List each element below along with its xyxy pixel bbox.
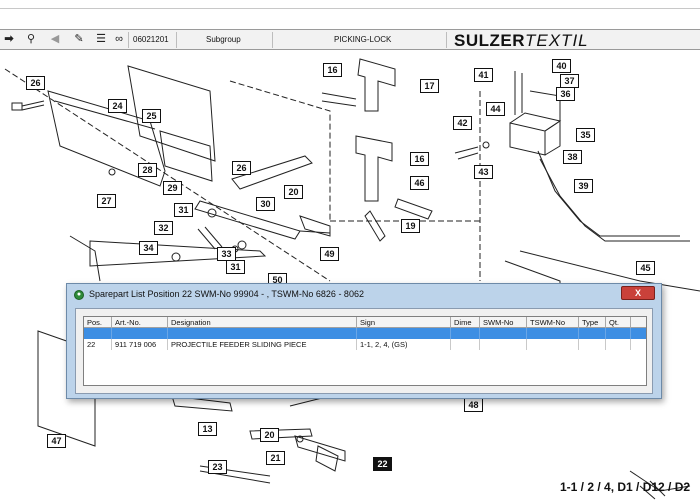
- dialog-title: Sparepart List Position 22 SWM-No 99904 …: [89, 289, 364, 299]
- variant-designation: 1-1 / 2 / 4, D1 / D12 / D2: [560, 480, 691, 494]
- grid-cell: [451, 328, 480, 339]
- sparepart-grid: Pos. Art.-No. Designation Sign Dime SWM-…: [83, 316, 647, 386]
- zoom-icon[interactable]: ⚲: [26, 33, 36, 45]
- callout-36[interactable]: 36: [556, 87, 575, 101]
- cell-designation: PROJECTILE FEEDER SLIDING PIECE: [168, 339, 357, 350]
- column-header-tswm-no[interactable]: TSWM-No: [527, 317, 579, 328]
- cell-type: [579, 339, 606, 350]
- callout-23[interactable]: 23: [208, 460, 227, 474]
- callout-26-mid[interactable]: 26: [232, 161, 251, 175]
- binoculars-icon[interactable]: ∞: [115, 33, 123, 45]
- callout-13[interactable]: 13: [198, 422, 217, 436]
- dialog-titlebar[interactable]: ● Sparepart List Position 22 SWM-No 9990…: [67, 284, 661, 306]
- list-icon[interactable]: ☰: [96, 33, 106, 45]
- grid-cell: [606, 328, 631, 339]
- brand-logo: SULZERTEXTIL: [454, 31, 589, 50]
- frame-rule: [0, 8, 700, 9]
- toolbar-separator: [128, 32, 129, 48]
- order-number: 06021201: [133, 35, 169, 44]
- grid-cell: [527, 328, 579, 339]
- parts-drawing: 26 24 25 16 17 41 40 37 36 44 42 35 43 3…: [0, 51, 700, 500]
- parts-line-art: [4, 58, 700, 500]
- callout-32[interactable]: 32: [154, 221, 173, 235]
- callout-46[interactable]: 46: [410, 176, 429, 190]
- notes-icon[interactable]: ✎: [74, 33, 84, 45]
- selected-empty-row[interactable]: [84, 328, 646, 339]
- grid-cell: [168, 328, 357, 339]
- callout-26[interactable]: 26: [26, 76, 45, 90]
- callout-40[interactable]: 40: [552, 59, 571, 73]
- callout-16[interactable]: 16: [323, 63, 342, 77]
- column-header-swm-no[interactable]: SWM-No: [480, 317, 527, 328]
- sparepart-list-dialog: ● Sparepart List Position 22 SWM-No 9990…: [66, 283, 662, 399]
- callout-34[interactable]: 34: [139, 241, 158, 255]
- frame-rule-bottom: [0, 29, 700, 30]
- cell-swm-no: [480, 339, 527, 350]
- callout-21[interactable]: 21: [266, 451, 285, 465]
- callout-49[interactable]: 49: [320, 247, 339, 261]
- callout-39[interactable]: 39: [574, 179, 593, 193]
- callout-31-lower[interactable]: 31: [226, 260, 245, 274]
- column-header-designation[interactable]: Designation: [168, 317, 357, 328]
- callout-30[interactable]: 30: [256, 197, 275, 211]
- grid-cell: [480, 328, 527, 339]
- callout-24[interactable]: 24: [108, 99, 127, 113]
- callout-42[interactable]: 42: [453, 116, 472, 130]
- grid-cell: [112, 328, 168, 339]
- cell-pos: 22: [84, 339, 112, 350]
- grid-cell: [84, 328, 112, 339]
- callout-41[interactable]: 41: [474, 68, 493, 82]
- toolbar: ➡ ⚲ ◀ ✎ ☰ ∞ 06021201 Subgroup PICKING-LO…: [0, 30, 700, 50]
- toolbar-separator: [176, 32, 177, 48]
- callout-22-selected[interactable]: 22: [373, 457, 392, 471]
- group-name: PICKING-LOCK: [334, 35, 392, 44]
- callout-38[interactable]: 38: [563, 150, 582, 164]
- dialog-body: Pos. Art.-No. Designation Sign Dime SWM-…: [75, 308, 653, 394]
- callout-29[interactable]: 29: [163, 181, 182, 195]
- close-button[interactable]: X: [621, 286, 655, 300]
- callout-25[interactable]: 25: [142, 109, 161, 123]
- table-row[interactable]: 22 911 719 006 PROJECTILE FEEDER SLIDING…: [84, 339, 646, 350]
- grid-cell: [579, 328, 606, 339]
- subgroup-label: Subgroup: [206, 35, 241, 44]
- prev-page-icon[interactable]: ◀: [50, 33, 60, 45]
- callout-43[interactable]: 43: [474, 165, 493, 179]
- window-top-strip: [0, 0, 700, 30]
- callout-33[interactable]: 33: [217, 247, 236, 261]
- grid-cell: [357, 328, 451, 339]
- callout-20-lower[interactable]: 20: [260, 428, 279, 442]
- column-header-sign[interactable]: Sign: [357, 317, 451, 328]
- callout-35[interactable]: 35: [576, 128, 595, 142]
- cell-art-no: 911 719 006: [112, 339, 168, 350]
- callout-44[interactable]: 44: [486, 102, 505, 116]
- column-header-qt[interactable]: Qt.: [606, 317, 631, 328]
- callout-45[interactable]: 45: [636, 261, 655, 275]
- toolbar-separator: [446, 32, 447, 48]
- cell-sign: 1-1, 2, 4, (GS): [357, 339, 451, 350]
- callout-37[interactable]: 37: [560, 74, 579, 88]
- app-icon: ●: [74, 290, 84, 300]
- column-header-type[interactable]: Type: [579, 317, 606, 328]
- column-header-art-no[interactable]: Art.-No.: [112, 317, 168, 328]
- callout-47[interactable]: 47: [47, 434, 66, 448]
- arrow-right-icon[interactable]: ➡: [4, 33, 14, 45]
- cell-tswm-no: [527, 339, 579, 350]
- cell-qt: [606, 339, 631, 350]
- cell-dime: [451, 339, 480, 350]
- column-header-pos[interactable]: Pos.: [84, 317, 112, 328]
- callout-31[interactable]: 31: [174, 203, 193, 217]
- callout-17[interactable]: 17: [420, 79, 439, 93]
- callout-27[interactable]: 27: [97, 194, 116, 208]
- column-header-dime[interactable]: Dime: [451, 317, 480, 328]
- callout-20[interactable]: 20: [284, 185, 303, 199]
- callout-16-lower[interactable]: 16: [410, 152, 429, 166]
- grid-header-row: Pos. Art.-No. Designation Sign Dime SWM-…: [84, 317, 646, 328]
- callout-19[interactable]: 19: [401, 219, 420, 233]
- callout-28[interactable]: 28: [138, 163, 157, 177]
- toolbar-separator: [272, 32, 273, 48]
- callout-48[interactable]: 48: [464, 398, 483, 412]
